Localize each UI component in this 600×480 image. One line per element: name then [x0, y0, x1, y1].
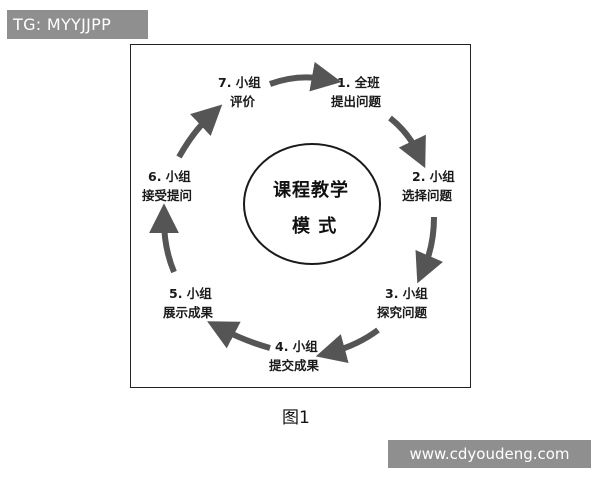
step-5-number: 5. 小组 — [169, 286, 212, 301]
arrow-4-to-5 — [207, 321, 271, 351]
arrow-5-to-6 — [149, 203, 180, 274]
arrow-1-to-2 — [388, 115, 426, 169]
step-3-label: 探究问题 — [377, 305, 428, 320]
step-4-label: 提交成果 — [269, 358, 320, 373]
watermark-site: www.cdyoudeng.com — [388, 440, 591, 468]
step-1: 1. 全班 提出问题 — [331, 73, 381, 111]
arrow-3-to-4 — [315, 327, 380, 364]
step-5-label: 展示成果 — [163, 305, 214, 320]
center-title-line1: 课程教学 — [273, 180, 349, 201]
arrow-2-to-3 — [415, 216, 444, 284]
step-6-number: 6. 小组 — [148, 169, 191, 184]
step-2-label: 选择问题 — [402, 188, 453, 203]
arrow-6-to-7 — [176, 104, 223, 159]
arrow-7-to-1 — [268, 61, 342, 92]
step-2-number: 2. 小组 — [412, 169, 455, 184]
step-4: 4. 小组 提交成果 — [269, 337, 319, 375]
step-3-number: 3. 小组 — [385, 286, 428, 301]
step-3: 3. 小组 探究问题 — [377, 284, 428, 322]
step-4-number: 4. 小组 — [275, 339, 318, 354]
figure-caption: 图1 — [282, 408, 310, 428]
watermark-tag: TG: MYYJJPP — [7, 10, 148, 39]
step-7-number: 7. 小组 — [218, 75, 261, 90]
center-title-line2: 模 式 — [292, 216, 338, 237]
step-1-label: 提出问题 — [331, 94, 382, 109]
step-5: 5. 小组 展示成果 — [163, 284, 213, 322]
step-6: 6. 小组 接受提问 — [142, 167, 192, 205]
center-ellipse — [243, 143, 381, 265]
diagram-frame — [130, 44, 471, 388]
step-7: 7. 小组 评价 — [218, 73, 261, 111]
step-2: 2. 小组 选择问题 — [402, 167, 455, 205]
step-6-label: 接受提问 — [142, 188, 193, 203]
step-7-label: 评价 — [230, 94, 256, 109]
step-1-number: 1. 全班 — [337, 75, 380, 90]
